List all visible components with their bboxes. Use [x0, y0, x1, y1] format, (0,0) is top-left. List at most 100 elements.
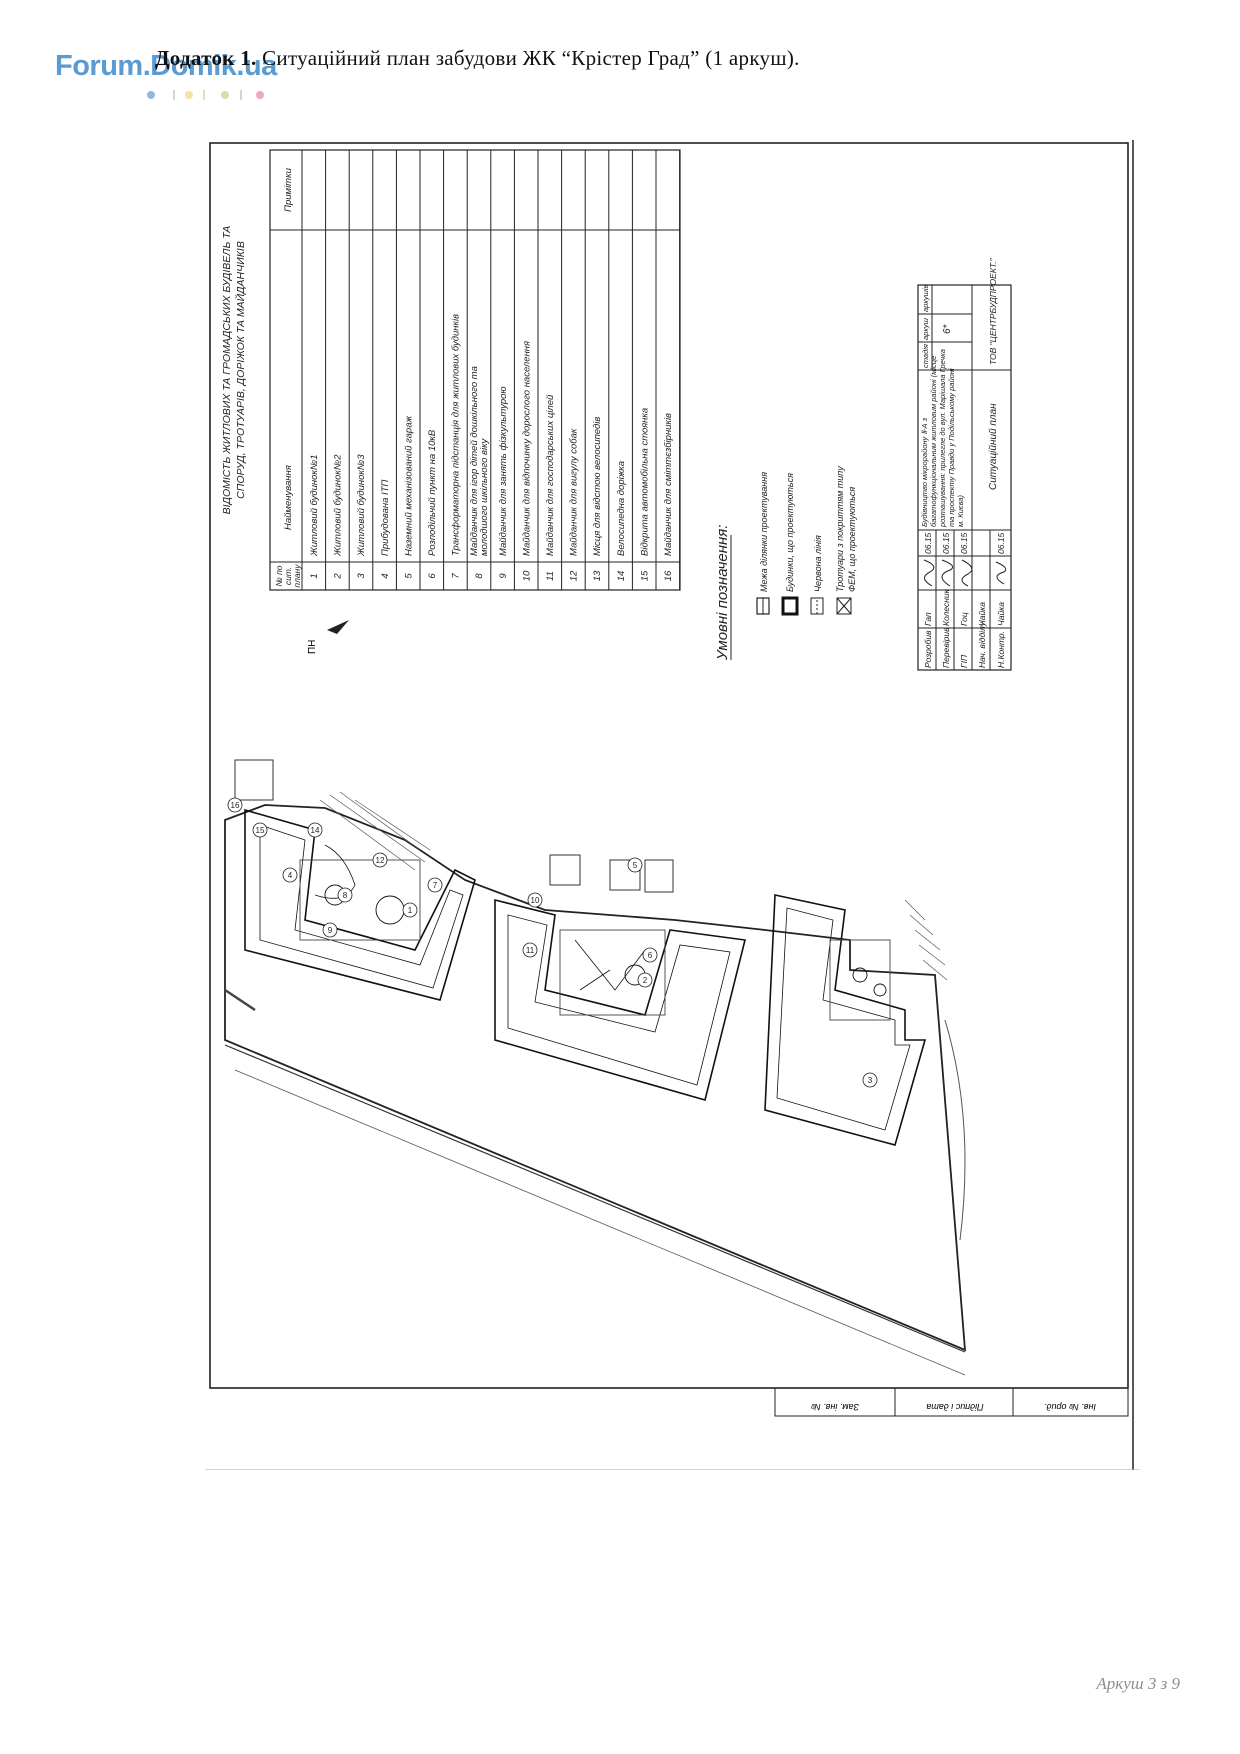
role-2: ГІП	[959, 654, 969, 668]
road-curve	[944, 1019, 966, 1241]
schedule-row-name-cont: молодшого шкільного віку	[479, 437, 490, 556]
courtyard-1	[299, 859, 421, 941]
name-1: Колесник	[941, 588, 951, 626]
schedule-row-name: Житловий будинок№1	[309, 455, 320, 558]
plan-callout-label: 1	[408, 906, 413, 915]
col-notes: Примітки	[283, 167, 294, 211]
legend-item-4: Тротуари з покриттям типу	[835, 466, 845, 592]
logo-text: Forum.Domik.ua	[55, 50, 277, 82]
schedule-row-number: 8	[474, 573, 485, 579]
plan-callout	[642, 947, 658, 963]
project-line-2: багатофункціональним житловим районі (мі…	[929, 356, 938, 527]
schedule-row-number: 10	[521, 570, 532, 581]
north-arrow: ПН	[307, 620, 349, 654]
plan-callout-label: 2	[643, 976, 648, 985]
courtyard-2	[559, 929, 666, 1016]
h-sheet: аркуш	[921, 317, 930, 340]
legend-item-2: Будинки, що проектуються	[785, 473, 795, 592]
road-mark	[224, 988, 256, 1012]
logo-dot	[256, 91, 264, 99]
sheet-title: Ситуаційний план	[988, 403, 999, 490]
project-line-4: та проспекту Правди у Подільському район…	[947, 368, 956, 527]
plan-callout-label: 16	[231, 801, 240, 810]
project-line-3: розташування: прилегле до вул. Марішала …	[938, 349, 947, 528]
schedule-row-number: 1	[309, 573, 320, 578]
schedule-row-number: 5	[403, 573, 414, 579]
schedule-row-name: Майданчик для відпочинку дорослого насел…	[521, 341, 532, 556]
name-2: Гоц	[959, 612, 969, 626]
site-logo[interactable]: Forum.Domik.ua	[55, 50, 277, 100]
plan-callout	[337, 887, 353, 903]
plan-callout-label: 10	[531, 896, 540, 905]
legend-item-3: Червона лінія	[813, 535, 823, 592]
plan-callout	[427, 877, 443, 893]
legend-swatch-pavement	[836, 597, 852, 615]
plan-callout	[372, 852, 388, 868]
title-block: Розробив Перевірив ГІП Нач. відділу Н.Ко…	[917, 257, 1012, 671]
parking-left	[319, 791, 431, 871]
schedule-row-number: 15	[639, 570, 650, 581]
plan-callout	[522, 942, 538, 958]
plan-callout-label: 4	[288, 871, 293, 880]
schedule-row-number: 13	[592, 570, 603, 581]
legend-swatch-buildings	[781, 596, 799, 616]
project-line-1: Будівництво мікрорайону Ⅱ-А з	[920, 417, 929, 527]
project-line-5: м. Києва)	[956, 494, 965, 527]
appendix-text: Ситуаційний план забудови ЖК “Крістер Гр…	[262, 46, 800, 70]
schedule-row-name: Майданчик для вигулу собак	[569, 428, 580, 556]
schedule-row-number: 11	[545, 571, 556, 581]
schedule-row-name: Прибудована ІТП	[380, 480, 391, 556]
strip-replace: Зам. інв. №	[811, 1402, 859, 1412]
plan-callout	[627, 857, 643, 873]
h-stage: стадія	[921, 344, 930, 368]
legend-item-5: ФЕМ, що проектуються	[847, 487, 857, 592]
sheet-number: 6*	[942, 323, 953, 334]
legend-item-1: Межа ділянки проектування	[759, 472, 769, 592]
role-4: Н.Контр.	[996, 631, 1006, 668]
street-line	[224, 1044, 966, 1353]
schedule-row-name: Наземний механізований гараж	[403, 415, 414, 556]
site-plan-sheet: ВІДОМІСТЬ ЖИТЛОВИХ ТА ГРОМАДСЬКИХ БУДІВЕ…	[205, 140, 1140, 1470]
name-3: Чайка	[977, 602, 987, 626]
plan-callout	[307, 822, 323, 838]
plan-callout-label: 9	[328, 926, 333, 935]
logo-dot	[221, 91, 229, 99]
schedule-row-number: 6	[427, 573, 438, 579]
plan-callout-label: 15	[256, 826, 265, 835]
plan-callout	[527, 892, 543, 908]
date-0: 06.15	[923, 532, 933, 554]
schedule-row-number: 9	[498, 573, 509, 579]
schedule-table: ВІДОМІСТЬ ЖИТЛОВИХ ТА ГРОМАДСЬКИХ БУДІВЕ…	[221, 149, 681, 591]
schedule-row-number: 12	[569, 570, 580, 581]
signature	[961, 559, 973, 587]
drawing-frame	[209, 142, 1129, 1389]
h-sheets: аркушів	[921, 284, 930, 312]
plan-callout	[282, 867, 298, 883]
plan-callout-label: 12	[376, 856, 385, 865]
signature	[995, 561, 1007, 585]
name-0: Гап	[923, 612, 933, 626]
schedule-row-name: Розподільчий пункт на 10кВ	[427, 429, 438, 556]
north-label: ПН	[307, 640, 318, 654]
plan-callout-label: 6	[648, 951, 653, 960]
plan-callout	[252, 822, 268, 838]
logo-dot	[185, 91, 193, 99]
date-4: 06.15	[996, 532, 1006, 554]
plan-callout	[862, 1072, 878, 1088]
schedule-title-2: СПОРУД, ТРОТУАРІВ, ДОРІЖОК ТА МАЙДАНЧИКІ…	[234, 241, 247, 499]
plan-callout-label: 8	[343, 891, 348, 900]
building-1	[244, 808, 476, 1001]
building-2	[494, 898, 746, 1101]
schedule-row-name: Житловий будинок№3	[356, 454, 367, 557]
schedule-row-name: Майданчик для ігор дітей дошкільного та	[469, 366, 480, 556]
organization: ТОВ "ЦЕНТРБУДПРОЕКТ."	[988, 257, 998, 365]
strip-sign: Підпис і дата	[926, 1402, 983, 1412]
plan-callout-label: 3	[868, 1076, 873, 1085]
col-num-1: № по	[274, 565, 284, 586]
logo-dots	[147, 90, 264, 100]
plan-callout	[637, 972, 653, 988]
legend: Умовні позначення: Межа ділянки проектув…	[714, 466, 857, 661]
building-3	[764, 894, 927, 1146]
schedule-row-number: 7	[451, 573, 462, 579]
